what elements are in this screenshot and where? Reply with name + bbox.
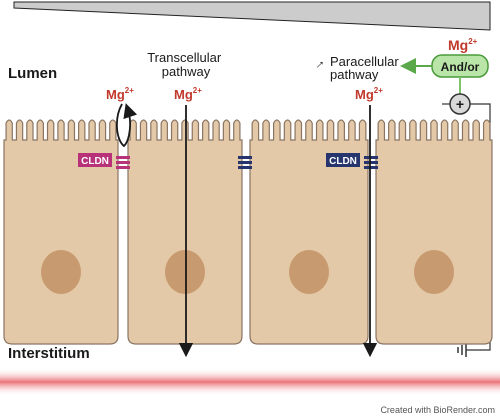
lumen-label: Lumen bbox=[8, 65, 57, 82]
paracellular-increase-icon: ↑ bbox=[313, 56, 328, 71]
tight-junction-1 bbox=[116, 156, 130, 169]
cldn-label-right: CLDN bbox=[329, 156, 357, 167]
epithelial-cell-2 bbox=[127, 119, 243, 345]
tight-junction-3 bbox=[364, 156, 378, 169]
voltage-symbol: + bbox=[456, 96, 464, 112]
cell-nucleus-1 bbox=[41, 250, 81, 294]
cell-nucleus-3 bbox=[289, 250, 329, 294]
paracellular-label: Paracellular pathway bbox=[330, 54, 402, 82]
interstitium-band bbox=[0, 368, 500, 396]
gradient-mg-label: Mg2+ bbox=[448, 37, 478, 53]
mg-ion-label-3: Mg2+ bbox=[355, 86, 383, 102]
transcellular-label: Transcellular pathway bbox=[147, 50, 225, 79]
interstitium-label: Interstitium bbox=[8, 345, 90, 362]
mg-ion-label-1: Mg2+ bbox=[106, 86, 134, 102]
ground-icon bbox=[457, 343, 467, 357]
cldn-badge-left bbox=[78, 153, 112, 167]
cldn-label-left: CLDN bbox=[81, 156, 109, 167]
biorender-watermark: Created with BioRender.com bbox=[380, 405, 495, 415]
tight-junction-2 bbox=[238, 156, 252, 169]
epithelial-cell-1 bbox=[3, 119, 119, 345]
blocked-paracellular-arrow bbox=[116, 103, 138, 148]
concentration-gradient-wedge bbox=[13, 1, 491, 31]
cell-nucleus-2 bbox=[165, 250, 205, 294]
epithelial-cells bbox=[3, 119, 493, 345]
cldn-badge-right bbox=[326, 153, 360, 167]
and-or-label: And/or bbox=[441, 60, 480, 74]
cell-nucleus-4 bbox=[414, 250, 454, 294]
epithelial-cell-4 bbox=[375, 119, 493, 345]
mg-ion-label-2: Mg2+ bbox=[174, 86, 202, 102]
epithelial-cell-3 bbox=[249, 119, 369, 345]
